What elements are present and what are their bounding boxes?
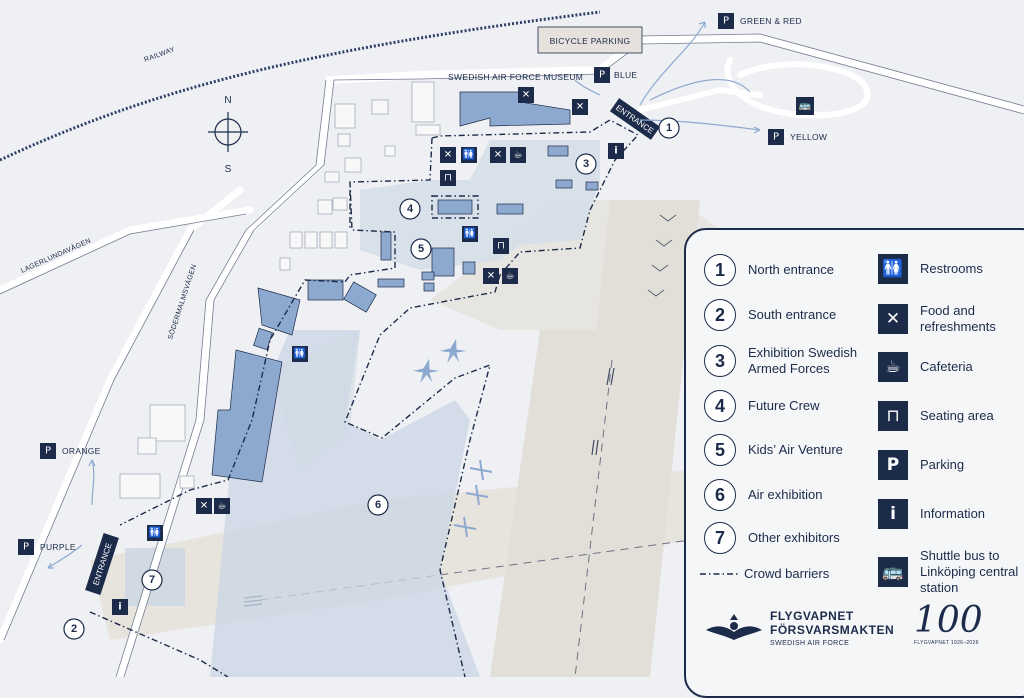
parking-blue[interactable]: P BLUE [594,67,637,83]
compass-icon [208,112,248,152]
legend-item-crowd-barriers: Crowd barriers [700,566,829,582]
parking-purple[interactable]: P PURPLE [18,539,76,555]
parking-orange-label: ORANGE [62,446,101,456]
area-marker-3[interactable]: 3 [575,153,597,175]
legend-item-south-entrance: 2 South entrance [704,299,868,331]
legend-item-kids: 5 Kids’ Air Venture [704,434,868,466]
parking-icon: P [23,542,29,553]
parking-icon: P [45,446,51,457]
cafe-icon: ☕ [514,150,523,161]
area-marker-5[interactable]: 5 [410,238,432,260]
svg-text:4: 4 [407,203,414,215]
parking-icon: P [599,70,605,81]
parking-purple-label: PURPLE [40,542,76,552]
legend-item-shuttle-bus: 🚌 Shuttle bus to Linköping central stati… [878,548,1024,596]
area-marker-4[interactable]: 4 [399,198,421,220]
buildings-other [119,81,441,499]
restroom-icon: 🚻 [149,526,161,539]
seating-icon: ⊓ [444,173,452,184]
parking-green-red-label: GREEN & RED [740,16,802,26]
cafe-icon: ☕ [506,271,515,282]
centennial-logo: 100 FLYGVAPNET 1926–2026 [914,600,983,646]
food-icon: ✕ [444,150,452,161]
parking-green-red[interactable]: P GREEN & RED [718,13,802,29]
forsvarsmakten-logo: FLYGVAPNET FÖRSVARSMAKTEN SWEDISH AIR FO… [704,608,894,648]
svg-text:7: 7 [149,574,155,586]
food-icon: ✕ [576,102,584,113]
restroom-icon: 🚻 [878,254,908,284]
crown-wings-icon [706,614,762,640]
cafe-icon: ☕ [878,352,908,382]
legend-item-air-exhibition: 6 Air exhibition [704,479,868,511]
restroom-icon: 🚻 [464,227,476,240]
parking-yellow[interactable]: P YELLOW [768,129,827,145]
legend-item-cafeteria: ☕ Cafeteria [878,352,1024,382]
parking-icon: P [723,16,729,27]
legend-item-future-crew: 4 Future Crew [704,390,868,422]
area-marker-6[interactable]: 6 [367,494,389,516]
bus-stop[interactable]: 🚌 [796,97,814,115]
area-marker-2[interactable]: 2 [63,618,85,640]
map-facilities: ✕ ✕ ✕ 🚻 ✕ ☕ ⊓ i 🚻 ⊓ ✕ ☕ 🚻 ✕ ☕ 🚻 i [112,87,624,615]
north-label: N [224,95,231,106]
legend-item-restrooms: 🚻 Restrooms [878,254,1024,284]
seating-icon: ⊓ [497,241,505,252]
info-icon: i [878,499,908,529]
cafe-icon: ☕ [218,501,227,512]
legend-item-parking: P Parking [878,450,1024,480]
restroom-icon: 🚻 [294,347,306,360]
legend-item-seating: ⊓ Seating area [878,401,1024,431]
bicycle-parking-label: BICYCLE PARKING [550,36,631,46]
area-marker-1[interactable]: 1 [658,117,680,139]
parking-yellow-label: YELLOW [790,132,827,142]
svg-text:2: 2 [71,623,77,635]
legend-item-food: ✕ Food and refreshments [878,303,1024,335]
museum-label: SWEDISH AIR FORCE MUSEUM [448,72,583,82]
svg-text:1: 1 [666,122,672,134]
parking-blue-label: BLUE [614,70,637,80]
food-icon: ✕ [878,304,908,334]
bus-icon: 🚌 [878,557,908,587]
area-marker-7[interactable]: 7 [141,569,163,591]
info-icon: i [118,602,121,613]
restroom-icon: 🚻 [463,148,475,161]
parking-icon: P [773,132,779,143]
crowd-barrier-line-icon [700,573,740,575]
food-icon: ✕ [522,90,530,101]
parking-orange[interactable]: P ORANGE [40,443,101,459]
legend: 1 North entrance 2 South entrance 3 Exhi… [684,228,1024,698]
info-icon: i [614,146,617,157]
legend-item-other-exhibitors: 7 Other exhibitors [704,522,868,554]
svg-text:3: 3 [583,158,589,170]
south-label: S [225,164,232,175]
aircraft-icons [412,338,493,538]
parking-arrows [47,21,761,569]
parking-icon: P [878,450,908,480]
legend-item-information: i Information [878,499,1024,529]
food-icon: ✕ [200,501,208,512]
bus-icon: 🚌 [799,101,812,112]
bicycle-parking [537,26,643,54]
svg-text:5: 5 [418,243,424,255]
food-icon: ✕ [494,150,502,161]
svg-text:6: 6 [375,499,381,511]
buildings-exhibition [211,91,599,483]
legend-item-north-entrance: 1 North entrance [704,254,868,286]
seating-icon: ⊓ [878,401,908,431]
food-icon: ✕ [487,271,495,282]
legend-item-exhibition: 3 Exhibition Swedish Armed Forces [704,345,868,377]
